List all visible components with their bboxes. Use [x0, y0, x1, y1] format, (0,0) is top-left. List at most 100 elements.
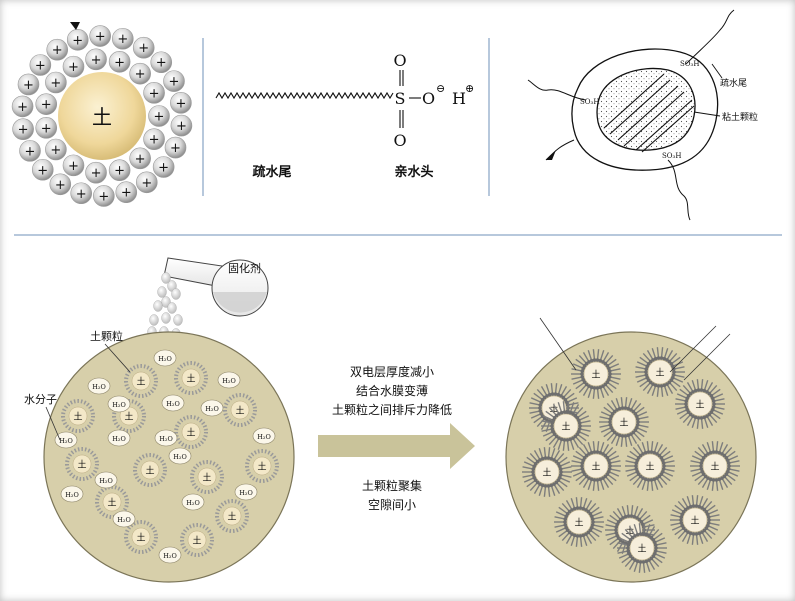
soil-char: 土 [192, 535, 201, 547]
cation-ion: + [163, 70, 185, 92]
cation-ion: + [62, 55, 85, 78]
water-formula: H₂O [186, 499, 200, 507]
hydrophobic-tail-label: 疏水尾 [252, 164, 291, 180]
soil-particle-label: 土颗粒 [90, 329, 123, 343]
cation-ion: + [29, 54, 52, 76]
water-molecule: H₂O [168, 447, 192, 465]
hydrogen-cation: H [452, 89, 466, 108]
cation-sign: + [154, 110, 165, 125]
cation-ion: + [17, 73, 40, 96]
water-formula: H₂O [112, 435, 126, 443]
hydrated-soil-particle: 土 [190, 460, 224, 494]
hydrated-soil-particle: 土 [174, 361, 208, 395]
hydrophilic-head-label: 亲水头 [394, 164, 433, 180]
water-molecule: H₂O [153, 349, 177, 367]
cation-ion: + [152, 156, 175, 178]
double-layer-particle: +++++++++++++++++++++++++++++++++++++ 土 [11, 22, 193, 207]
hydrated-soil-particle: 土 [133, 453, 167, 487]
hydrated-soil-particle: 土 [174, 415, 208, 449]
oxygen-bottom: O [393, 131, 406, 150]
water-formula: H₂O [222, 377, 236, 385]
cation-ion: + [46, 38, 69, 61]
soil-char: 土 [695, 399, 704, 411]
water-molecule: H₂O [252, 427, 276, 445]
water-formula: H₂O [239, 489, 253, 497]
pointer-marker [70, 22, 80, 30]
water-formula: H₂O [65, 491, 79, 499]
coated-soil-particle: 土 [554, 497, 604, 547]
effect-line-3: 土颗粒之间排斥力降低 [332, 402, 452, 417]
hydrated-soil-particle: 土 [223, 393, 257, 427]
cation-sign: + [141, 176, 152, 191]
cation-sign: + [156, 56, 167, 71]
sulfonic-group-2: SO₃H [580, 98, 599, 106]
coated-soil-particle: 土 [690, 441, 740, 491]
cation-sign: + [98, 189, 109, 204]
process-arrow [318, 423, 475, 469]
cation-sign: + [117, 32, 128, 47]
coated-soil-particle: 土 [675, 379, 725, 429]
surfactant-molecule: S O O O ⊖ H ⊕ 疏水尾 亲水头 [215, 51, 474, 180]
oxygen-top: O [393, 51, 406, 70]
soil-char: 土 [645, 461, 654, 473]
cation-ion: + [135, 171, 158, 194]
cation-ion: + [12, 118, 34, 140]
soil-char: 土 [136, 532, 145, 544]
cation-ion: + [19, 140, 41, 162]
cation-ion: + [35, 93, 58, 115]
result-line-1: 土颗粒聚集 [362, 478, 422, 493]
particles-after: 土土土土土土土土土土土土土土 [522, 347, 740, 573]
soil-char: 土 [542, 467, 551, 479]
clay-particle-label: 粘土颗粒 [722, 111, 758, 123]
cation-sign: + [135, 152, 146, 167]
effect-line-2: 结合水膜变薄 [356, 383, 428, 398]
water-formula: H₂O [117, 516, 131, 524]
cation-sign: + [18, 123, 29, 138]
soil-char: 土 [73, 411, 82, 423]
soil-char: 土 [637, 543, 646, 555]
coated-soil-particle: 土 [625, 441, 675, 491]
sulfur-atom: S [395, 89, 406, 108]
hydrated-soil-particle: 土 [215, 499, 249, 533]
hydrated-soil-particle: 土 [124, 520, 158, 554]
droplet [161, 272, 171, 284]
anion-charge: ⊖ [436, 82, 445, 95]
water-formula: H₂O [99, 477, 113, 485]
coated-soil-particle: 土 [635, 347, 685, 397]
soil-char: 土 [619, 417, 628, 429]
cation-sign: + [72, 33, 83, 48]
cation-ion: + [35, 117, 58, 139]
clay-layers [603, 73, 695, 153]
soil-char: 土 [655, 367, 664, 379]
soil-core-label: 土 [92, 105, 112, 129]
cation-sign: + [176, 119, 187, 134]
coated-soil-particle: 土 [599, 397, 649, 447]
cation-sign: + [170, 141, 181, 156]
soil-char: 土 [561, 421, 570, 433]
water-molecule: H₂O [87, 377, 111, 395]
soil-char: 土 [136, 376, 145, 388]
curing-agent-flask: 固化剂 [163, 257, 269, 317]
cation-ion: + [129, 147, 151, 170]
droplet [173, 314, 183, 326]
cation-sign: + [114, 55, 125, 70]
soil-char: 土 [690, 515, 699, 527]
cation-sign: + [169, 75, 180, 90]
cation-ion: + [66, 28, 89, 51]
droplet [171, 288, 181, 300]
droplet [153, 300, 163, 312]
cation-sign: + [68, 159, 79, 174]
water-molecule: H₂O [60, 485, 84, 503]
oxygen-anion: O [422, 89, 435, 108]
water-formula: H₂O [166, 400, 180, 408]
cation-ion: + [62, 154, 85, 177]
soil-char: 土 [549, 403, 558, 415]
hydrophobic-chain [215, 91, 394, 100]
water-molecule: H₂O [200, 399, 224, 417]
droplet [161, 312, 171, 324]
effect-line-1: 双电层厚度减小 [350, 364, 434, 379]
cation-charge: ⊕ [465, 82, 474, 95]
cation-sign: + [121, 186, 132, 201]
